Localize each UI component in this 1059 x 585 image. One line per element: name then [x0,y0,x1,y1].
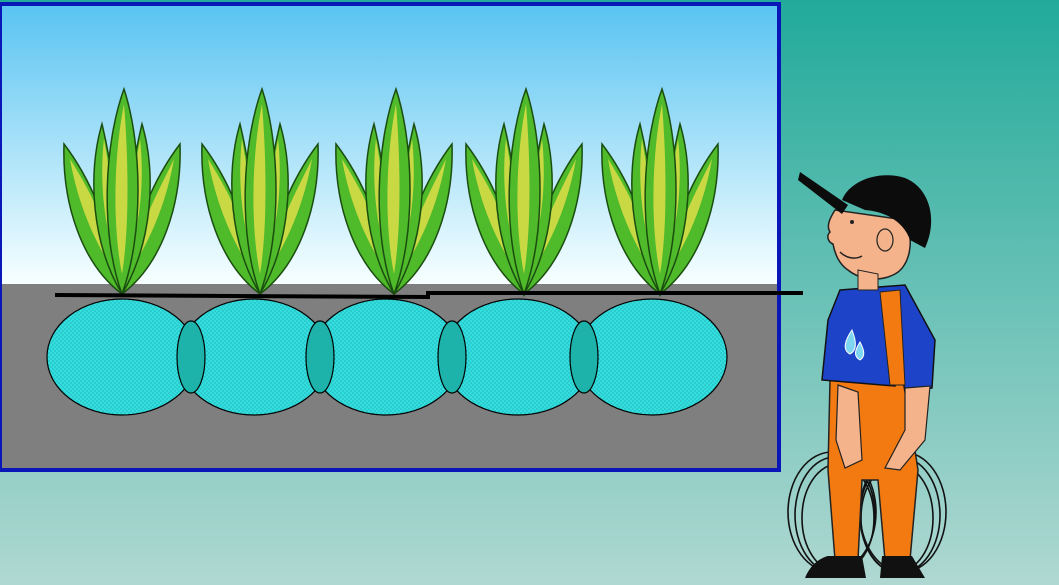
overlap-zone [570,321,598,393]
overlap-zone [177,321,205,393]
water-bulb [47,299,197,415]
cross-section-panel [0,4,779,470]
wetting-bulbs [47,299,727,415]
water-bulb [577,299,727,415]
overlap-zone [438,321,466,393]
overlap-zone [306,321,334,393]
